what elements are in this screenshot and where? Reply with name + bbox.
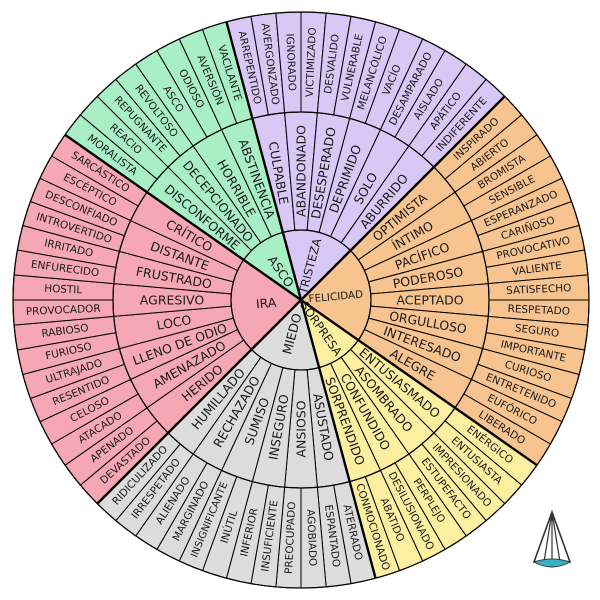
emotion-divider [300,299,538,467]
tertiary-emotion-label: RESPETADO [507,303,570,318]
emotion-divider [64,133,302,301]
wikimedia-logo-icon [532,510,572,568]
emotion-divider [300,95,506,301]
emotion-divider [299,299,377,579]
tertiary-emotion-label: AGOBIADO [304,509,318,566]
secondary-emotion-label: AGRESIVO [140,293,205,308]
emotion-divider [96,299,302,505]
secondary-emotion-label: ANSIOSO [294,400,309,457]
secondary-emotion-label: LOCO [155,312,192,333]
tertiary-emotion-label: HOSTIL [44,283,83,297]
emotion-divider [225,21,303,301]
secondary-emotion-label: ACEPTADO [396,293,463,308]
tertiary-emotion-label: VICTIMIZADO [304,27,319,97]
ring-outline [12,11,590,589]
tertiary-emotion-label: SEGURO [514,322,560,340]
ring-outline [112,111,490,489]
tertiary-emotion-label: IGNORADO [283,33,297,91]
tertiary-emotion-label: PREOCUPADO [283,501,298,574]
tertiary-emotion-label: PROVOCADOR [26,303,101,318]
tertiary-emotion-label: SATISFECHO [506,282,572,297]
secondary-emotion-label: ABANDONADO [294,125,309,217]
primary-emotion-label: FELICIDAD [308,289,364,306]
ring-outline [230,229,372,371]
primary-emotion-label: IRA [255,295,277,312]
